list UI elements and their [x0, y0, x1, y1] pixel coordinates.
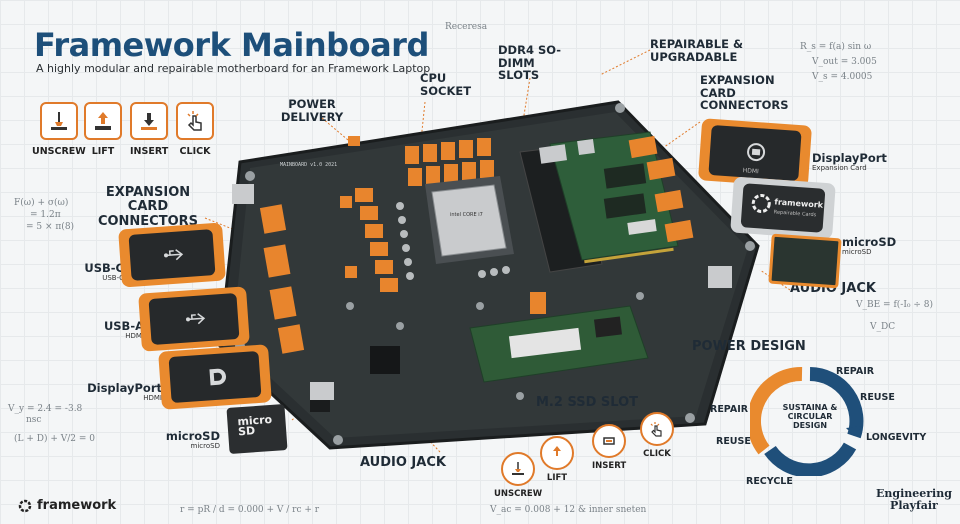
cycle-label-longevity: LONGEVITY: [866, 432, 927, 443]
equation: V_DC: [870, 322, 896, 332]
cycle-label-reuse-left: REUSE: [716, 436, 751, 447]
cpu-marking: intel CORE i7: [450, 212, 483, 218]
hdmi-card: HDMI: [697, 118, 813, 188]
page-title: Framework Mainboard: [34, 26, 429, 64]
cycle-label-repair: REPAIR: [836, 366, 875, 377]
callout-audio-jack-bottom: AUDIO JACK: [360, 455, 446, 470]
microsd-reader-card: [768, 233, 842, 289]
framework-card: framework Repairable Cards: [730, 176, 836, 240]
callout-m2-slot: M.2 SSD SLOT: [536, 395, 639, 410]
equation: = 1.2π: [30, 210, 61, 220]
equation: (L + D) + V/2 = 0: [14, 434, 95, 444]
framework-logo: framework: [18, 498, 116, 513]
step-insert: INSERT: [130, 102, 168, 157]
framework-card-brand: framework: [774, 197, 824, 210]
screwdriver-icon: [39, 102, 78, 140]
equation: Receresa: [445, 22, 488, 32]
displayport-card: [158, 344, 272, 410]
usb-icon: [164, 249, 184, 261]
step-unscrew-bottom: UNSCREW: [494, 452, 542, 499]
lift-arrow-icon: [540, 436, 574, 470]
engineering-playfair-brand: Engineering Playfair: [876, 487, 952, 513]
step-label: UNSCREW: [494, 489, 543, 499]
insert-arrow-icon: [130, 102, 169, 140]
board-label: MAINBOARD v1.0 2021: [280, 162, 337, 168]
equation: nsc: [26, 415, 42, 425]
step-insert-bottom: INSERT: [592, 424, 626, 471]
hand-click-icon: [176, 102, 214, 140]
usb-icon: [186, 313, 206, 325]
usba-card: [138, 286, 250, 352]
equation: V_BE = f(-I₀ ÷ 8): [856, 300, 933, 310]
equation: V_out = 3.005: [812, 57, 877, 67]
equation: R_s = f(a) sin ω: [800, 42, 872, 52]
step-click: CLICK: [176, 102, 214, 157]
equation: F(ω) + σ(ω): [14, 198, 69, 208]
step-label: INSERT: [130, 146, 169, 157]
framework-card-sub: Repairable Cards: [773, 209, 817, 219]
callout-power-delivery: POWER DELIVERY: [280, 97, 344, 124]
cycle-label-reuse: REUSE: [860, 392, 895, 403]
framework-logo-text: framework: [37, 498, 117, 513]
usbc-card: [118, 222, 226, 288]
microsd-card: micro SD: [226, 404, 288, 454]
displayport-icon: [209, 368, 226, 386]
step-unscrew: UNSCREW: [32, 102, 86, 157]
step-lift-bottom: LIFT: [540, 436, 574, 483]
step-label: CLICK: [179, 146, 211, 157]
microsd-logo: micro SD: [236, 412, 273, 439]
mainboard: intel CORE i7: [218, 100, 760, 450]
lift-arrow-icon: [84, 102, 122, 140]
callout-expansion-right: EXPANSION CARD CONNECTORS: [700, 73, 789, 113]
step-click-bottom: CLICK: [640, 412, 674, 459]
callout-power-design: POWER DESIGN: [692, 339, 806, 354]
callout-repairable: REPAIRABLE & UPGRADABLE: [650, 37, 743, 64]
step-label: INSERT: [592, 461, 627, 471]
callout-expansion-left: EXPANSION CARD CONNECTORS: [97, 185, 199, 229]
hdmi-port-icon: [747, 143, 766, 162]
step-lift: LIFT: [84, 102, 122, 157]
cycle-label-recycle: RECYCLE: [746, 476, 793, 487]
equation: = 5 × π(8): [26, 222, 75, 232]
page-subtitle: A highly modular and repairable motherbo…: [36, 62, 431, 75]
equation: V_s = 4.0005: [812, 72, 873, 82]
equation: V_y = 2.4 = -3.8: [8, 404, 83, 414]
framework-logo-icon: [751, 193, 771, 213]
step-label: CLICK: [643, 449, 671, 459]
screwdriver-icon: [501, 452, 536, 486]
step-label: LIFT: [91, 146, 115, 157]
callout-ddr4: DDR4 SO-DIMM SLOTS: [498, 43, 561, 83]
insert-icon: [592, 424, 627, 458]
cycle-label-repair-left: REPAIR: [710, 404, 749, 415]
step-label: UNSCREW: [32, 146, 86, 157]
callout-cpu-socket: CPU SOCKET: [420, 71, 472, 98]
framework-gear-icon: [18, 499, 32, 512]
equation: r = pR / d = 0.000 + V / rc + r: [180, 505, 320, 515]
step-label: LIFT: [546, 473, 568, 483]
cycle-center-text: SUSTAINA & CIRCULAR DESIGN: [782, 403, 838, 430]
hdmi-card-text: HDMI: [742, 167, 760, 176]
hand-click-icon: [640, 412, 674, 446]
equation: V_ac = 0.008 + 12 & inner sneten: [490, 505, 647, 515]
circular-design-diagram: [750, 366, 864, 476]
